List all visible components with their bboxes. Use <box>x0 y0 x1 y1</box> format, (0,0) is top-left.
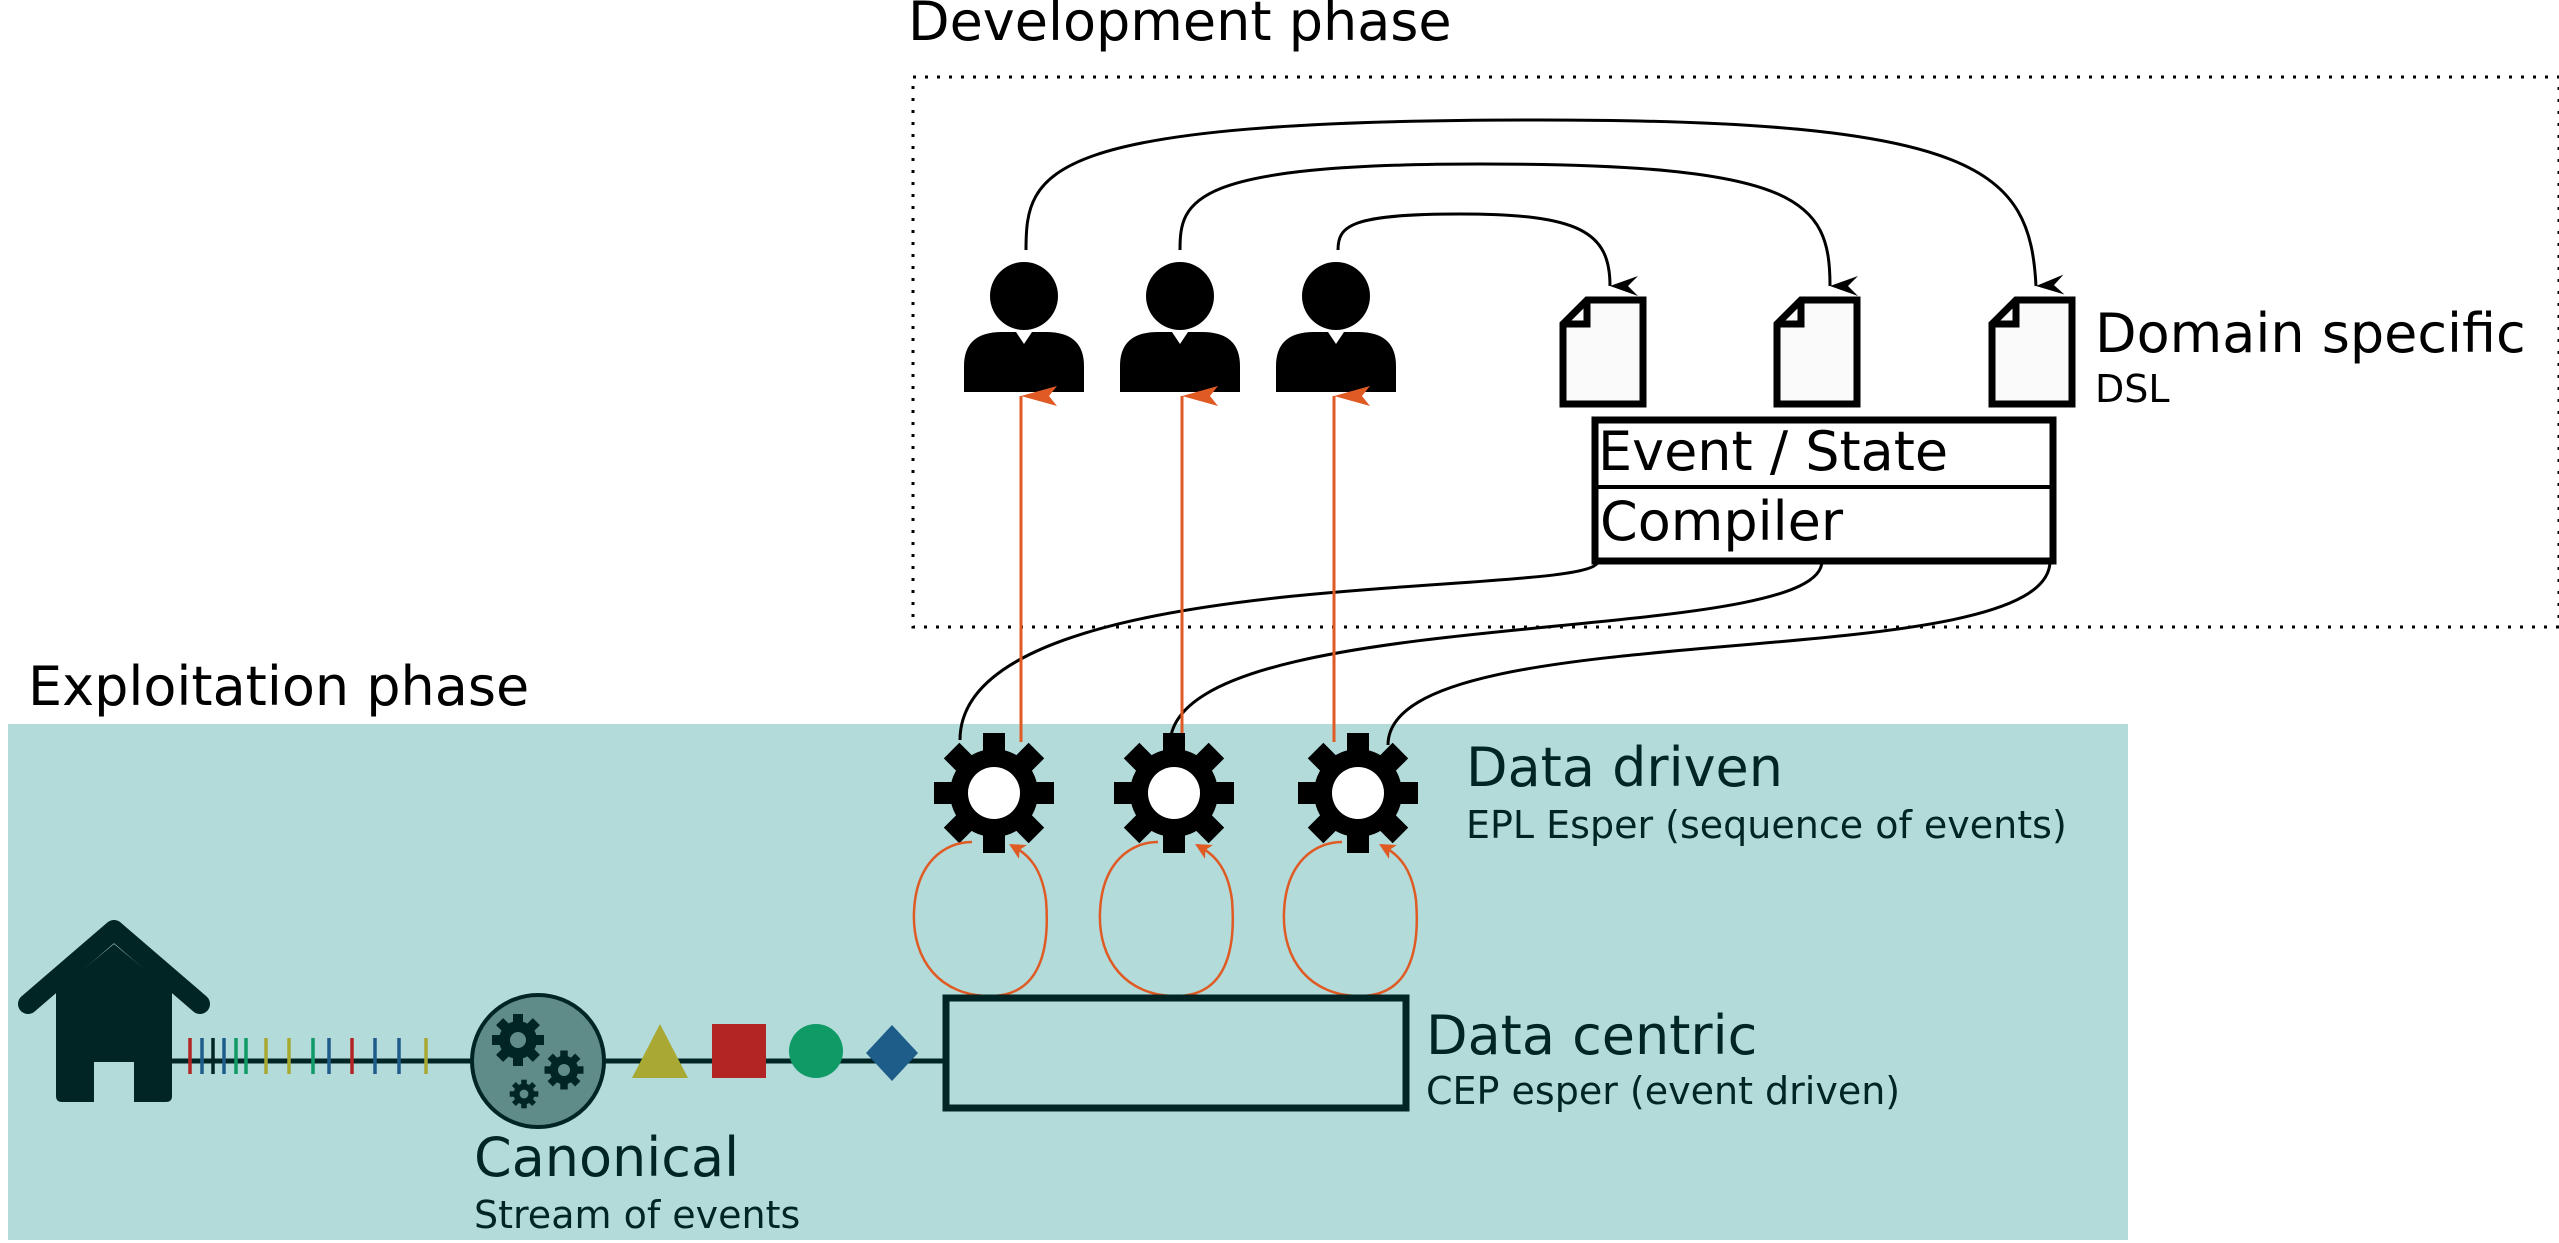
curve-compiler-gear3 <box>1386 560 2052 746</box>
gear-icon <box>1114 733 1234 853</box>
person-icon <box>1120 262 1240 392</box>
curve-compiler-gear2 <box>1168 560 1824 746</box>
triangle-icon <box>632 1024 688 1078</box>
data-centric-subtitle: CEP esper (event driven) <box>1426 1069 1900 1113</box>
person-icon <box>1276 262 1396 392</box>
curve-person3-doc1 <box>1336 212 1639 296</box>
document-icon <box>1777 300 1857 404</box>
square-icon <box>712 1024 766 1078</box>
development-phase-label: Development phase <box>908 0 1452 53</box>
gear-icon <box>1298 733 1418 853</box>
exploitation-phase-label: Exploitation phase <box>28 655 529 718</box>
domain-specific-title: Domain specific <box>2095 302 2526 365</box>
event-ticks <box>188 1038 428 1074</box>
canonical-gears-icon <box>470 993 606 1129</box>
gears-icon <box>492 1014 544 1066</box>
compiler-line1: Event / State <box>1598 420 1948 483</box>
data-driven-title: Data driven <box>1466 736 1783 799</box>
curve-compiler-gear1 <box>958 560 1600 741</box>
canonical-subtitle: Stream of events <box>474 1193 800 1237</box>
gears-icon <box>544 1050 584 1090</box>
exploitation-panel <box>8 724 2128 1240</box>
diamond-icon <box>866 1025 918 1081</box>
loop-gear1 <box>912 842 1049 998</box>
data-driven-subtitle: EPL Esper (sequence of events) <box>1466 803 2067 847</box>
curve-person1-doc3 <box>1024 118 2065 295</box>
gears-icon <box>509 1079 539 1109</box>
event-state-compiler-box: Event / State Compiler <box>1591 416 2057 565</box>
curve-person2-doc2 <box>1178 162 1859 296</box>
data-centric-title: Data centric <box>1426 1004 1757 1067</box>
development-panel <box>911 75 2559 629</box>
circle-icon <box>789 1024 843 1078</box>
canonical-title: Canonical <box>474 1126 739 1189</box>
house-icon <box>18 920 210 1102</box>
document-icon <box>1992 300 2072 404</box>
data-centric-box <box>942 994 1410 1112</box>
gear-icon <box>934 733 1054 853</box>
person-icon <box>964 262 1084 392</box>
document-icon <box>1563 300 1643 404</box>
loop-gear2 <box>1098 842 1235 998</box>
compiler-line2: Compiler <box>1600 490 1844 553</box>
loop-gear3 <box>1282 842 1419 998</box>
domain-specific-subtitle: DSL <box>2095 367 2170 411</box>
